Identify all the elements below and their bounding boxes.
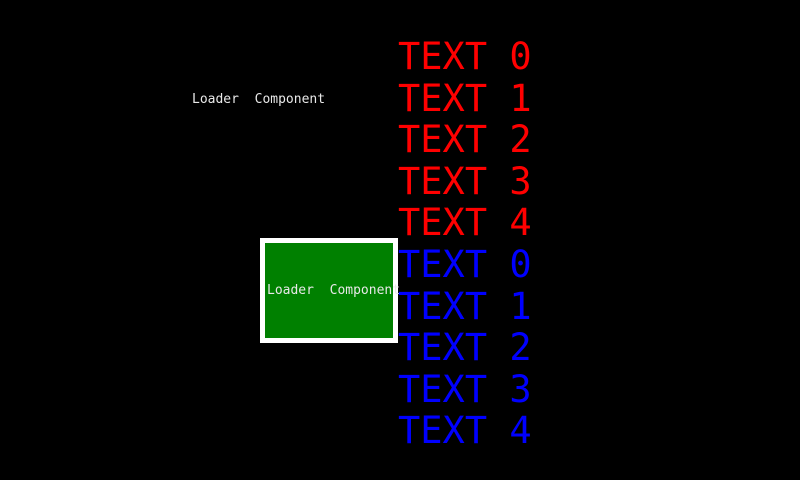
text-list-item: TEXT 1 [398,76,532,120]
loader-panel-surface: Loader Component [265,243,400,338]
loader-component-panel[interactable]: Loader Component [260,238,400,343]
text-list-item: TEXT 0 [398,242,532,286]
text-list: TEXT 0 TEXT 1 TEXT 2 TEXT 3 TEXT 4 TEXT … [398,36,578,452]
text-list-item: TEXT 3 [398,367,532,411]
text-list-item: TEXT 4 [398,201,532,245]
text-list-item: TEXT 4 [398,409,532,453]
text-list-item: TEXT 2 [398,118,532,162]
loader-component-label-inside-panel: Loader Component [267,282,401,298]
loader-component-label-standalone: Loader Component [192,92,326,107]
text-list-item: TEXT 3 [398,159,532,203]
text-list-item: TEXT 0 [398,35,532,78]
text-list-item: TEXT 1 [398,284,532,328]
text-list-item: TEXT 2 [398,326,532,370]
